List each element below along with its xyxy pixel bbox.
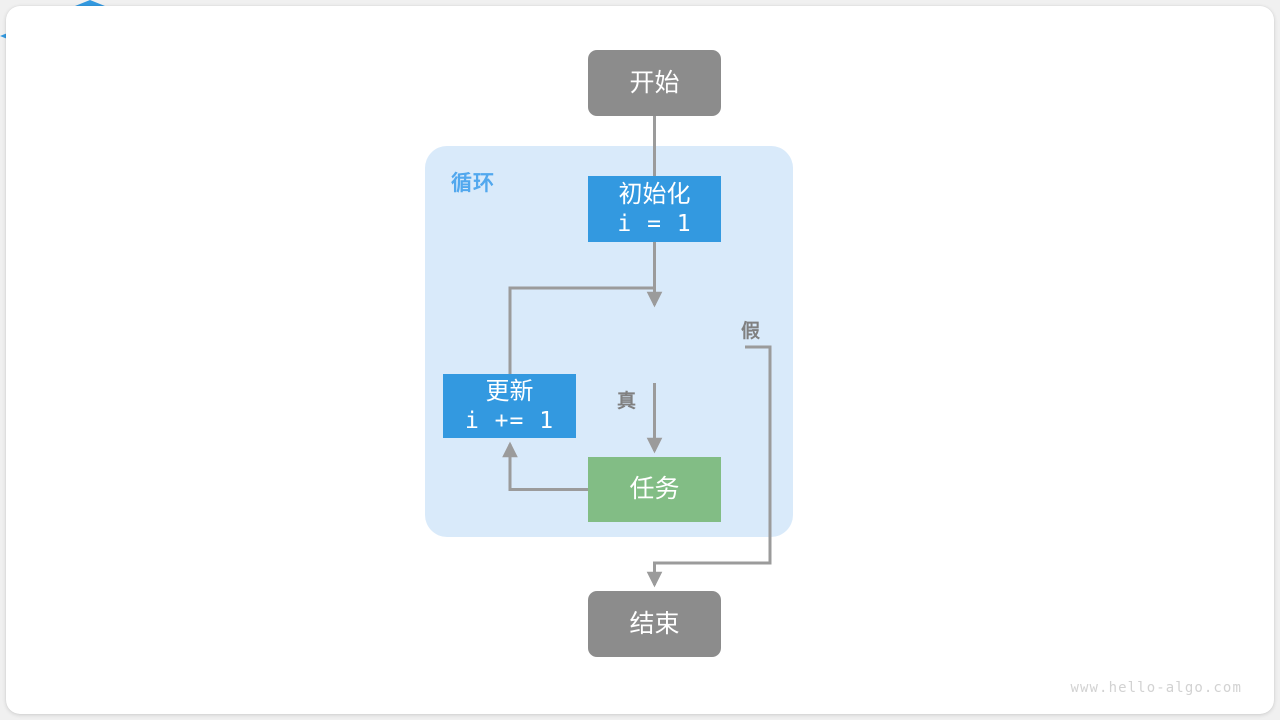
- node-end[interactable]: 结束: [588, 591, 721, 657]
- node-initialize[interactable]: 初始化 i = 1: [588, 176, 721, 242]
- node-update[interactable]: 更新 i += 1: [443, 374, 576, 438]
- watermark: www.hello-algo.com: [1070, 680, 1242, 696]
- node-condition[interactable]: i ≤ n: [0, 0, 180, 72]
- loop-container-label: 循环: [451, 172, 495, 195]
- edge-task-to-update: [502, 441, 588, 491]
- node-task[interactable]: 任务: [588, 457, 721, 522]
- node-condition-expression: i ≤ n: [52, 23, 128, 49]
- node-start-label: 开始: [629, 68, 680, 97]
- edge-cond-to-end: [646, 345, 772, 588]
- node-initialize-title: 初始化: [618, 181, 691, 209]
- node-task-label: 任务: [629, 475, 680, 504]
- node-update-title: 更新: [485, 378, 534, 406]
- edge-label-true: 真: [617, 391, 637, 412]
- node-start[interactable]: 开始: [588, 50, 721, 116]
- edge-label-false: 假: [741, 321, 761, 342]
- node-update-expression: i += 1: [464, 407, 555, 434]
- node-end-label: 结束: [629, 609, 680, 638]
- edge-update-to-cond: [508, 286, 655, 374]
- node-initialize-expression: i = 1: [617, 210, 692, 237]
